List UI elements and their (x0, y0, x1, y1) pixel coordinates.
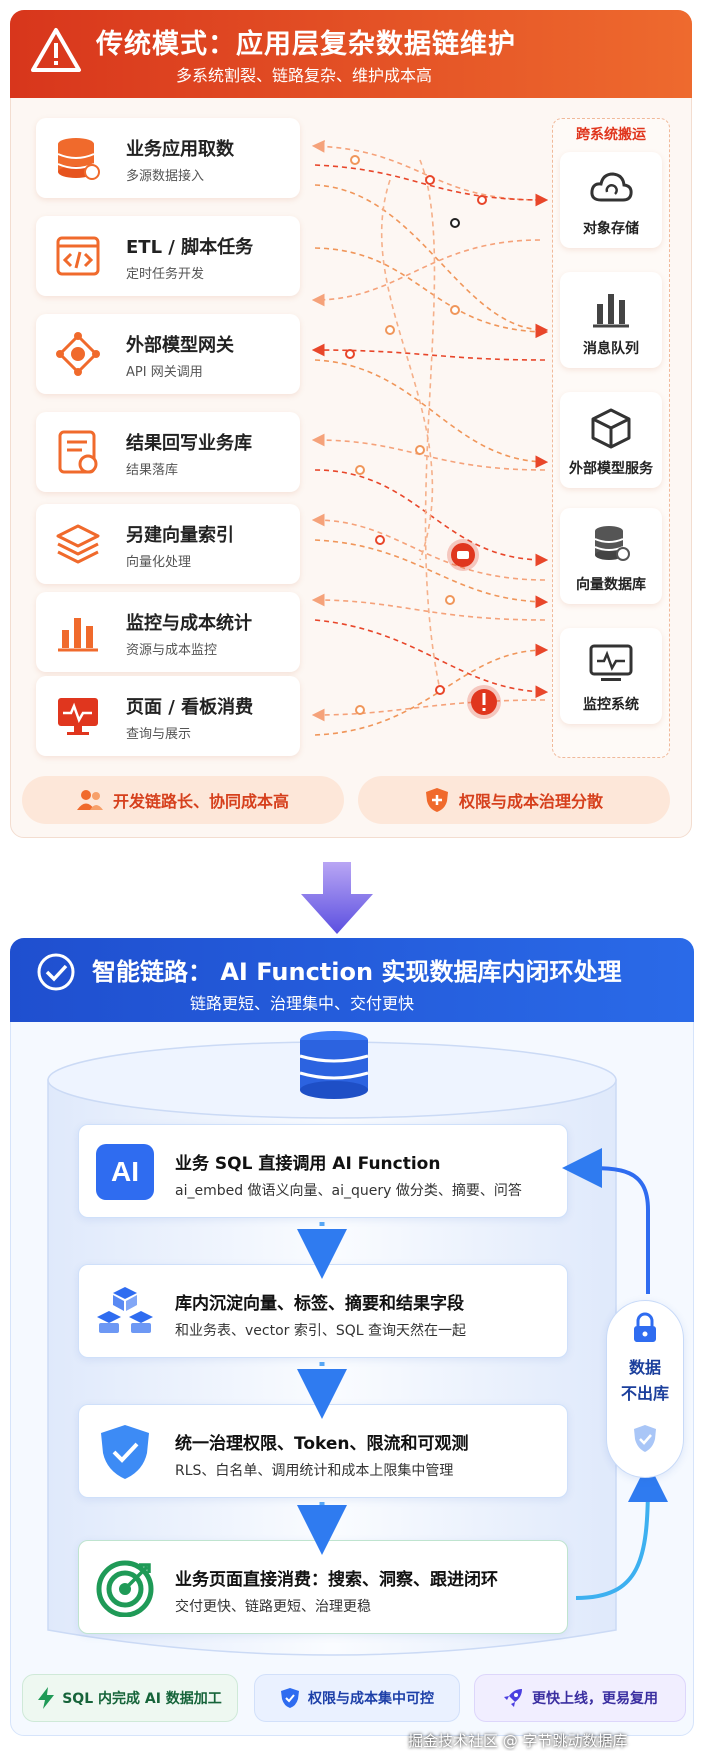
lock-icon (634, 1312, 656, 1342)
step-sub: 交付更快、链路更短、治理更稳 (175, 1599, 371, 1615)
rocket-icon (504, 1689, 522, 1707)
right-item-label: 向量数据库 (576, 577, 646, 593)
benefit-pill: 更快上线，更易复用 (474, 1674, 686, 1722)
monitor-icon (58, 698, 98, 735)
left-item-title: 监控与成本统计 (126, 613, 252, 634)
left-item-1: ETL / 脚本任务 定时任务开发 (36, 216, 300, 296)
smart-pipeline-header (10, 938, 694, 1022)
side-label-data: 数据 (628, 1358, 661, 1377)
right-item-label: 外部模型服务 (569, 461, 653, 477)
ai-badge-text: AI (111, 1156, 139, 1187)
step-card-0: AI 业务 SQL 直接调用 AI Function ai_embed 做语义向… (78, 1124, 568, 1218)
right-item-2: 外部模型服务 (560, 392, 662, 488)
bolt-icon (38, 1687, 55, 1709)
pain-point-pill: 权限与成本治理分散 (358, 776, 670, 824)
network-icon (56, 332, 100, 376)
left-item-sub: API 网关调用 (126, 365, 203, 380)
layers-icon (56, 524, 100, 564)
right-item-0: 对象存储 (560, 152, 662, 248)
code-icon (56, 236, 100, 276)
alert-stop-icon (447, 539, 479, 571)
right-item-label: 监控系统 (583, 697, 639, 713)
step-title: 库内沉淀向量、标签、摘要和结果字段 (175, 1294, 464, 1314)
left-item-sub: 结果落库 (126, 463, 179, 478)
tangled-connections (311, 139, 549, 736)
watermark: 掘金技术社区 @ 字节跳动数据库 (408, 1732, 628, 1750)
left-item-title: 外部模型网关 (126, 335, 234, 356)
bars-icon (593, 294, 629, 328)
left-item-title: ETL / 脚本任务 (126, 237, 254, 258)
left-item-sub: 查询与展示 (126, 727, 192, 742)
step-title: 业务页面直接消费：搜索、洞察、跟进闭环 (175, 1570, 498, 1590)
left-item-sub: 定时任务开发 (126, 267, 205, 282)
step-card-3: 业务页面直接消费：搜索、洞察、跟进闭环 交付更快、链路更短、治理更稳 (78, 1540, 568, 1634)
left-item-title: 另建向量索引 (126, 525, 234, 546)
cubes-icon (97, 1287, 153, 1333)
left-item-sub: 资源与成本监控 (126, 643, 218, 658)
database-icon (594, 526, 630, 561)
cube-icon (591, 408, 631, 449)
database-icon (57, 138, 100, 180)
benefit-pill: SQL 内完成 AI 数据加工 (22, 1674, 238, 1722)
check-circle-icon (37, 953, 75, 991)
traditional-title: 传统模式：应用层复杂数据链维护 (96, 29, 516, 60)
document-icon (58, 430, 98, 474)
shield-check-icon (101, 1425, 149, 1479)
smart-pipeline-subtitle: 链路更短、治理集中、交付更快 (190, 994, 415, 1013)
shield-plus-icon (425, 788, 448, 812)
step-sub: RLS、白名单、调用统计和成本上限集中管理 (175, 1463, 454, 1479)
pill-text: 更快上线，更易复用 (532, 1691, 658, 1707)
left-item-0: 业务应用取数 多源数据接入 (36, 118, 300, 198)
left-item-sub: 多源数据接入 (126, 169, 205, 184)
people-icon (76, 790, 103, 810)
right-item-label: 对象存储 (583, 221, 639, 237)
pain-point-pill: 开发链路长、协同成本高 (22, 776, 344, 824)
database-cylinder (47, 1041, 617, 1656)
right-item-4: 监控系统 (560, 628, 662, 724)
left-item-2: 外部模型网关 API 网关调用 (36, 314, 300, 394)
right-item-1: 消息队列 (560, 272, 662, 368)
target-icon (96, 1560, 154, 1617)
left-item-title: 页面 / 看板消费 (126, 697, 254, 718)
cloud-icon (590, 172, 633, 202)
monitor-icon (589, 644, 633, 681)
database-stack-icon (299, 1031, 369, 1099)
shield-icon (281, 1688, 299, 1708)
side-label-stays: 不出库 (620, 1384, 669, 1403)
left-item-5: 监控与成本统计 资源与成本监控 (36, 592, 300, 672)
pill-text: 开发链路长、协同成本高 (112, 792, 289, 811)
step-sub: ai_embed 做语义向量、ai_query 做分类、摘要、问答 (175, 1183, 522, 1199)
step-card-2: 统一治理权限、Token、限流和可观测 RLS、白名单、调用统计和成本上限集中管… (78, 1404, 568, 1498)
traditional-mode-header (10, 10, 692, 98)
shield-check-small-icon (634, 1425, 656, 1452)
warning-icon (31, 28, 81, 72)
right-item-3: 向量数据库 (560, 508, 662, 604)
pill-text: 权限与成本集中可控 (308, 1691, 434, 1707)
alert-exclamation-icon (467, 685, 501, 719)
left-item-title: 结果回写业务库 (126, 433, 252, 454)
bar-chart-icon (58, 618, 98, 652)
smart-pipeline-title: 智能链路： AI Function 实现数据库内闭环处理 (92, 958, 622, 986)
ai-icon: AI (96, 1144, 154, 1200)
left-item-4: 另建向量索引 向量化处理 (36, 504, 300, 584)
left-item-title: 业务应用取数 (126, 139, 234, 160)
left-item-3: 结果回写业务库 结果落库 (36, 412, 300, 492)
traditional-subtitle: 多系统割裂、链路复杂、维护成本高 (176, 66, 433, 85)
step-sub: 和业务表、vector 索引、SQL 查询天然在一起 (175, 1323, 467, 1339)
pill-text: 权限与成本治理分散 (458, 792, 603, 811)
step-card-1: 库内沉淀向量、标签、摘要和结果字段 和业务表、vector 索引、SQL 查询天… (78, 1264, 568, 1358)
cross-system-label: 跨系统搬运 (576, 127, 646, 143)
left-item-6: 页面 / 看板消费 查询与展示 (36, 676, 300, 756)
step-title: 业务 SQL 直接调用 AI Function (175, 1154, 441, 1174)
step-title: 统一治理权限、Token、限流和可观测 (175, 1434, 469, 1454)
left-item-sub: 向量化处理 (126, 555, 192, 570)
pill-text: SQL 内完成 AI 数据加工 (62, 1691, 222, 1707)
transition-down-arrow-icon (301, 862, 373, 934)
benefit-pill: 权限与成本集中可控 (254, 1674, 460, 1722)
right-item-label: 消息队列 (583, 341, 639, 357)
